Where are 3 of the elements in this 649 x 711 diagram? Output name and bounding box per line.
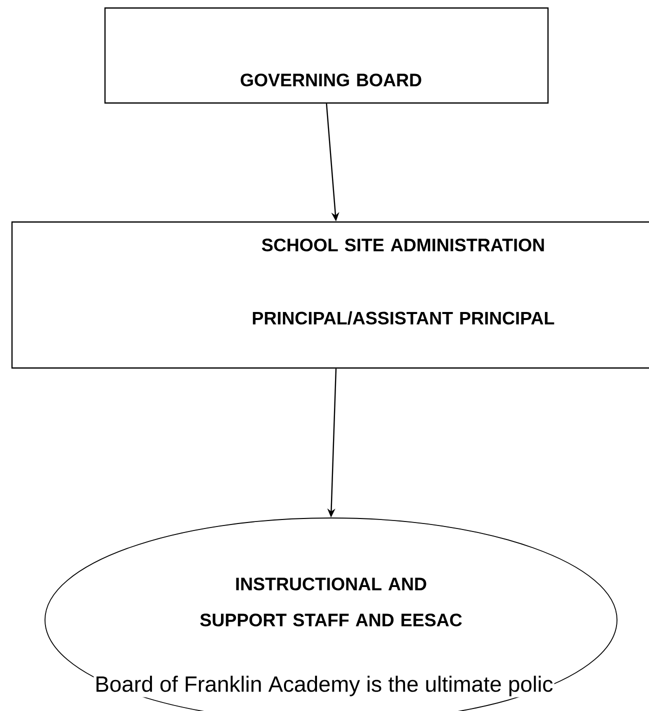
body-text: Board of Franklin Academy is the ultimate polic bbox=[94, 674, 554, 698]
box: GOVERNING BOARD bbox=[104, 7, 549, 104]
box: SCHOOL SITE ADMINISTRATION PRINCIPAL/ASSISTANT PRINCIPAL bbox=[11, 221, 649, 369]
